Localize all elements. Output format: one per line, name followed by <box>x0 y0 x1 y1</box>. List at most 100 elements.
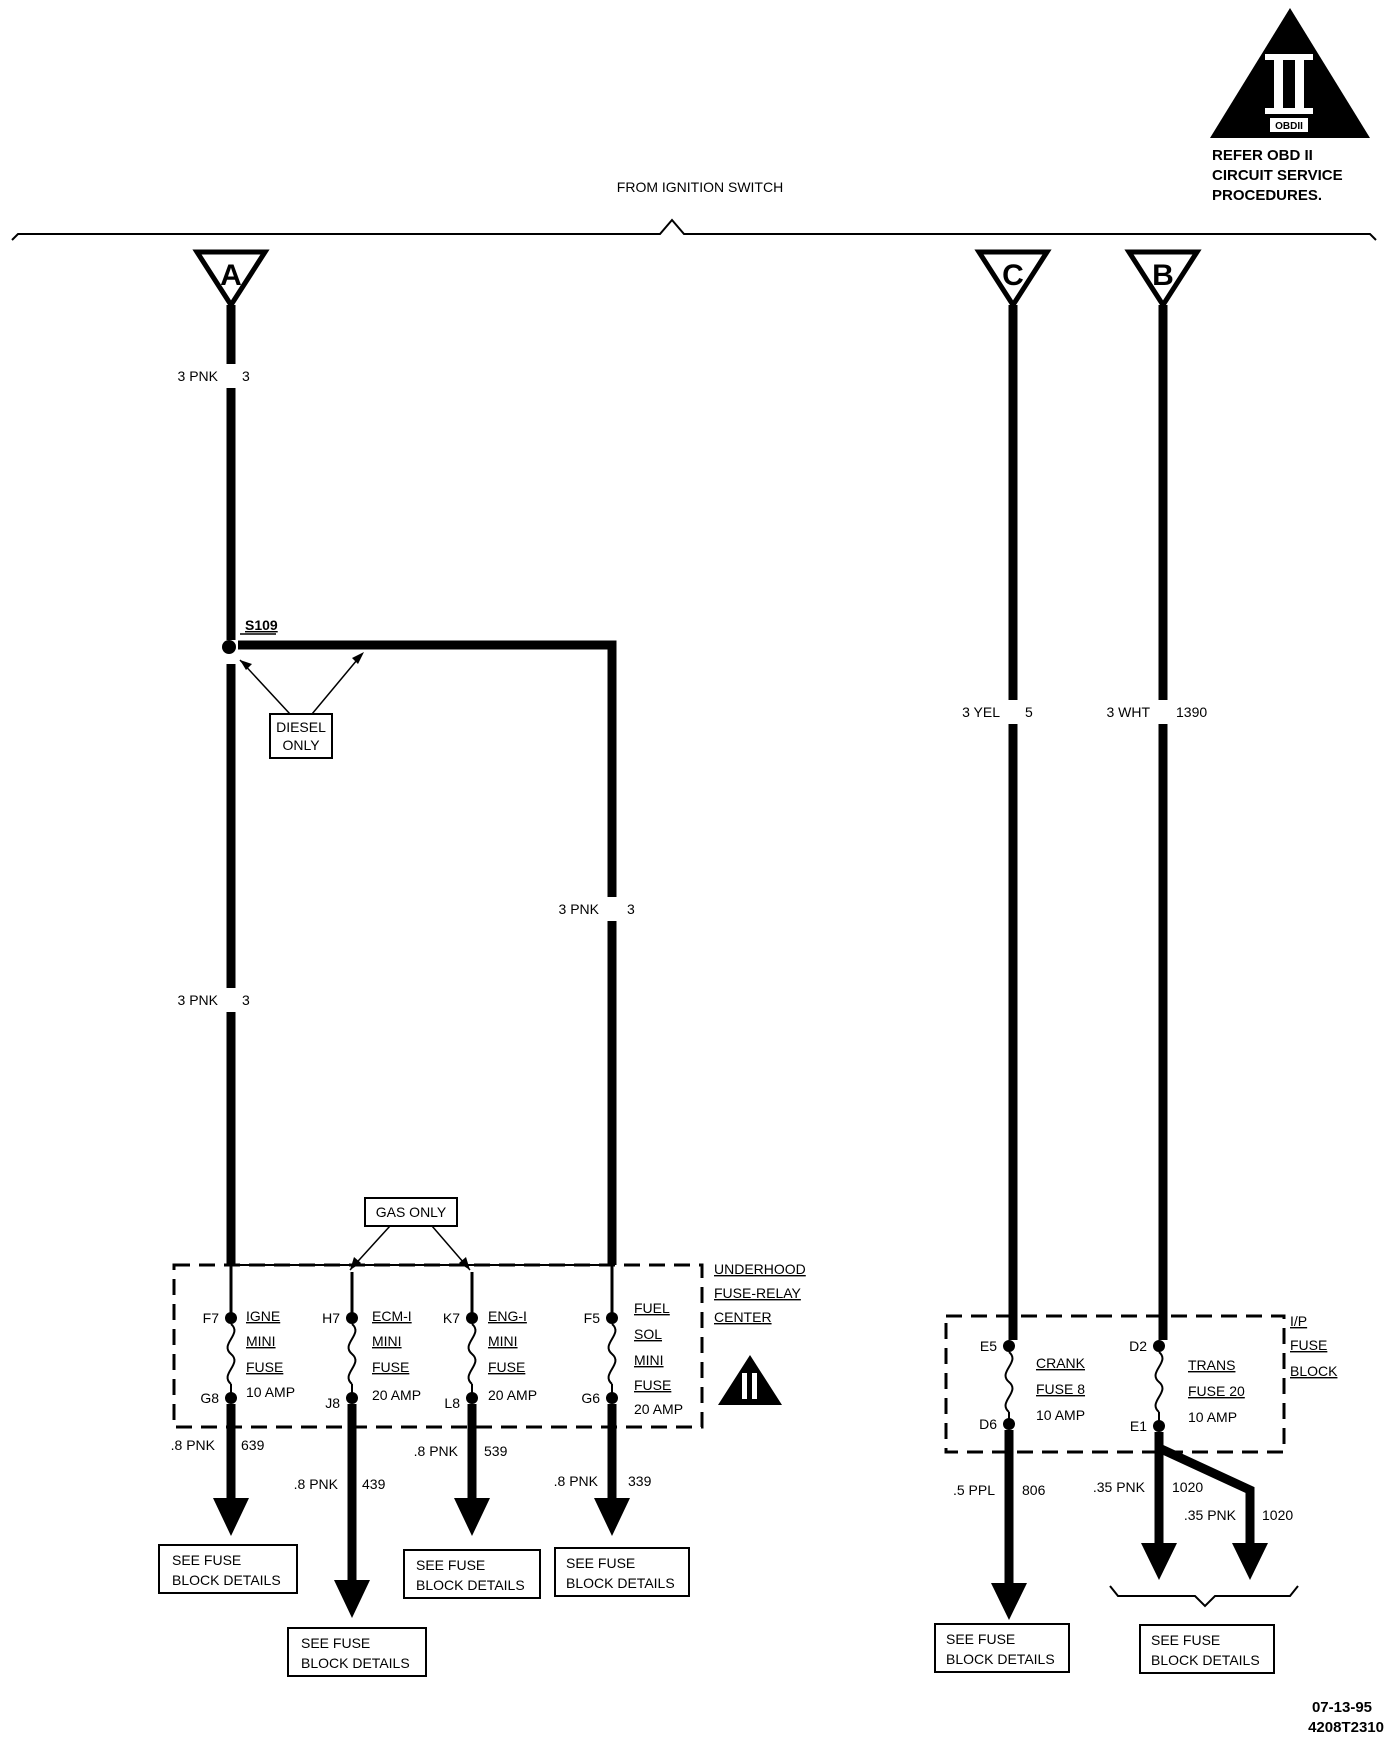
svg-text:A: A <box>220 259 242 292</box>
svg-text:MINI: MINI <box>488 1333 518 1349</box>
svg-text:FUSE 20: FUSE 20 <box>1188 1383 1245 1399</box>
refer-line-1: REFER OBD II <box>1212 147 1313 164</box>
connector-a: A <box>192 249 270 310</box>
svg-text:BLOCK DETAILS: BLOCK DETAILS <box>301 1655 410 1671</box>
gas-only-note: GAS ONLY <box>349 1197 471 1271</box>
wire-b-circuit: 1390 <box>1176 704 1207 720</box>
svg-text:IGNE: IGNE <box>246 1308 280 1324</box>
output-wires-underhood <box>226 1404 617 1582</box>
connector-b: B <box>1124 249 1202 310</box>
fuse-ecm-out-pin: J8 <box>325 1395 340 1411</box>
svg-text:20 AMP: 20 AMP <box>488 1387 537 1403</box>
see-fuse-box-439: SEE FUSE BLOCK DETAILS <box>287 1627 427 1677</box>
svg-text:C: C <box>1002 259 1024 292</box>
splice-s109: S109 <box>222 617 278 654</box>
svg-text:FUSE: FUSE <box>634 1377 671 1393</box>
svg-text:GAS ONLY: GAS ONLY <box>376 1204 447 1220</box>
out-339-gauge: .8 PNK <box>554 1473 599 1489</box>
fuse-ecm-i: H7 J8 ECM-I MINI FUSE 20 AMP <box>322 1272 421 1411</box>
underhood-title-3: CENTER <box>714 1309 772 1325</box>
svg-text:MINI: MINI <box>372 1333 402 1349</box>
svg-text:S109: S109 <box>245 617 278 633</box>
obd-ii-badge: OBDII <box>1210 8 1370 138</box>
output-arrows-underhood <box>213 1498 630 1618</box>
svg-text:SEE FUSE: SEE FUSE <box>172 1552 241 1568</box>
wire-a <box>226 305 617 1265</box>
output-wires-ip <box>1004 1430 1255 1585</box>
wire-c-circuit: 5 <box>1025 704 1033 720</box>
fuse-crank-out-pin: D6 <box>979 1416 997 1432</box>
fuse-fuel-in-pin: F5 <box>584 1310 601 1326</box>
svg-text:TRANS: TRANS <box>1188 1357 1235 1373</box>
svg-text:FUSE: FUSE <box>488 1359 525 1375</box>
ip-fuse-block: I/P FUSE BLOCK <box>944 1313 1338 1454</box>
fuse-igne-out-pin: G8 <box>200 1390 219 1406</box>
obd-small-label: OBDII <box>1275 121 1303 132</box>
see-fuse-box-539: SEE FUSE BLOCK DETAILS <box>403 1549 541 1599</box>
wire-branch-gauge: 3 PNK <box>559 901 600 917</box>
wire-a-top-circuit: 3 <box>242 368 250 384</box>
footer-date: 07-13-95 <box>1312 1699 1372 1716</box>
fuse-trans-in-pin: D2 <box>1129 1338 1147 1354</box>
out-339-circuit: 339 <box>628 1473 652 1489</box>
fuse-trans: D2 E1 TRANS FUSE 20 10 AMP <box>1129 1338 1245 1434</box>
out-439-circuit: 439 <box>362 1476 386 1492</box>
out-439-gauge: .8 PNK <box>294 1476 339 1492</box>
svg-text:BLOCK DETAILS: BLOCK DETAILS <box>566 1575 675 1591</box>
svg-text:CRANK: CRANK <box>1036 1355 1086 1371</box>
out-539-gauge: .8 PNK <box>414 1443 459 1459</box>
connector-c: C <box>974 249 1052 310</box>
svg-text:DIESEL: DIESEL <box>276 719 326 735</box>
svg-text:BLOCK DETAILS: BLOCK DETAILS <box>946 1651 1055 1667</box>
svg-text:SEE FUSE: SEE FUSE <box>1151 1632 1220 1648</box>
wire-a-top-gauge: 3 PNK <box>178 368 219 384</box>
svg-text:SOL: SOL <box>634 1326 662 1342</box>
out-1020b-gauge: .35 PNK <box>1184 1507 1237 1523</box>
svg-text:20 AMP: 20 AMP <box>634 1401 683 1417</box>
svg-text:10 AMP: 10 AMP <box>246 1384 295 1400</box>
svg-text:MINI: MINI <box>246 1333 276 1349</box>
svg-text:10 AMP: 10 AMP <box>1188 1409 1237 1425</box>
ip-title-3: BLOCK <box>1290 1363 1338 1379</box>
see-fuse-box-339: SEE FUSE BLOCK DETAILS <box>554 1547 690 1597</box>
svg-text:FUSE 8: FUSE 8 <box>1036 1381 1085 1397</box>
brace <box>1109 1585 1299 1608</box>
fuse-ecm-in-pin: H7 <box>322 1310 340 1326</box>
svg-text:SEE FUSE: SEE FUSE <box>946 1631 1015 1647</box>
svg-text:SEE FUSE: SEE FUSE <box>301 1635 370 1651</box>
svg-text:FUEL: FUEL <box>634 1300 670 1316</box>
out-539-circuit: 539 <box>484 1443 508 1459</box>
wire-b-gauge: 3 WHT <box>1106 704 1150 720</box>
ignition-bus <box>11 218 1377 241</box>
from-ignition-switch: FROM IGNITION SWITCH <box>617 179 783 195</box>
svg-text:BLOCK DETAILS: BLOCK DETAILS <box>1151 1652 1260 1668</box>
svg-text:MINI: MINI <box>634 1352 664 1368</box>
fuse-fuel-sol: F5 G6 FUEL SOL MINI FUSE 20 AMP <box>581 1265 683 1417</box>
svg-text:FUSE: FUSE <box>246 1359 283 1375</box>
fuse-crank: E5 D6 CRANK FUSE 8 10 AMP <box>979 1338 1086 1432</box>
svg-text:BLOCK DETAILS: BLOCK DETAILS <box>416 1577 525 1593</box>
svg-text:ENG-I: ENG-I <box>488 1308 527 1324</box>
out-1020a-gauge: .35 PNK <box>1093 1479 1146 1495</box>
fuse-eng-i: K7 L8 ENG-I MINI FUSE 20 AMP <box>443 1272 537 1411</box>
refer-line-3: PROCEDURES. <box>1212 187 1322 204</box>
out-806-gauge: .5 PPL <box>953 1482 995 1498</box>
see-fuse-box-1020: SEE FUSE BLOCK DETAILS <box>1139 1624 1275 1674</box>
fuse-trans-out-pin: E1 <box>1130 1418 1147 1434</box>
underhood-title-2: FUSE-RELAY <box>714 1285 802 1301</box>
fuse-eng-in-pin: K7 <box>443 1310 460 1326</box>
wire-a-lower-circuit: 3 <box>242 992 250 1008</box>
fuse-eng-out-pin: L8 <box>444 1395 460 1411</box>
footer-code: 4208T2310 <box>1308 1719 1384 1736</box>
see-fuse-box-639: SEE FUSE BLOCK DETAILS <box>158 1544 298 1594</box>
out-1020a-circuit: 1020 <box>1172 1479 1203 1495</box>
svg-text:FUSE: FUSE <box>372 1359 409 1375</box>
svg-text:ECM-I: ECM-I <box>372 1308 412 1324</box>
svg-text:B: B <box>1152 259 1174 292</box>
underhood-obd-badge <box>718 1355 782 1405</box>
underhood-title-1: UNDERHOOD <box>714 1261 806 1277</box>
diesel-only-note: DIESEL ONLY <box>239 652 364 759</box>
svg-text:SEE FUSE: SEE FUSE <box>566 1555 635 1571</box>
fuse-igne: F7 G8 IGNE MINI FUSE 10 AMP <box>200 1265 295 1406</box>
